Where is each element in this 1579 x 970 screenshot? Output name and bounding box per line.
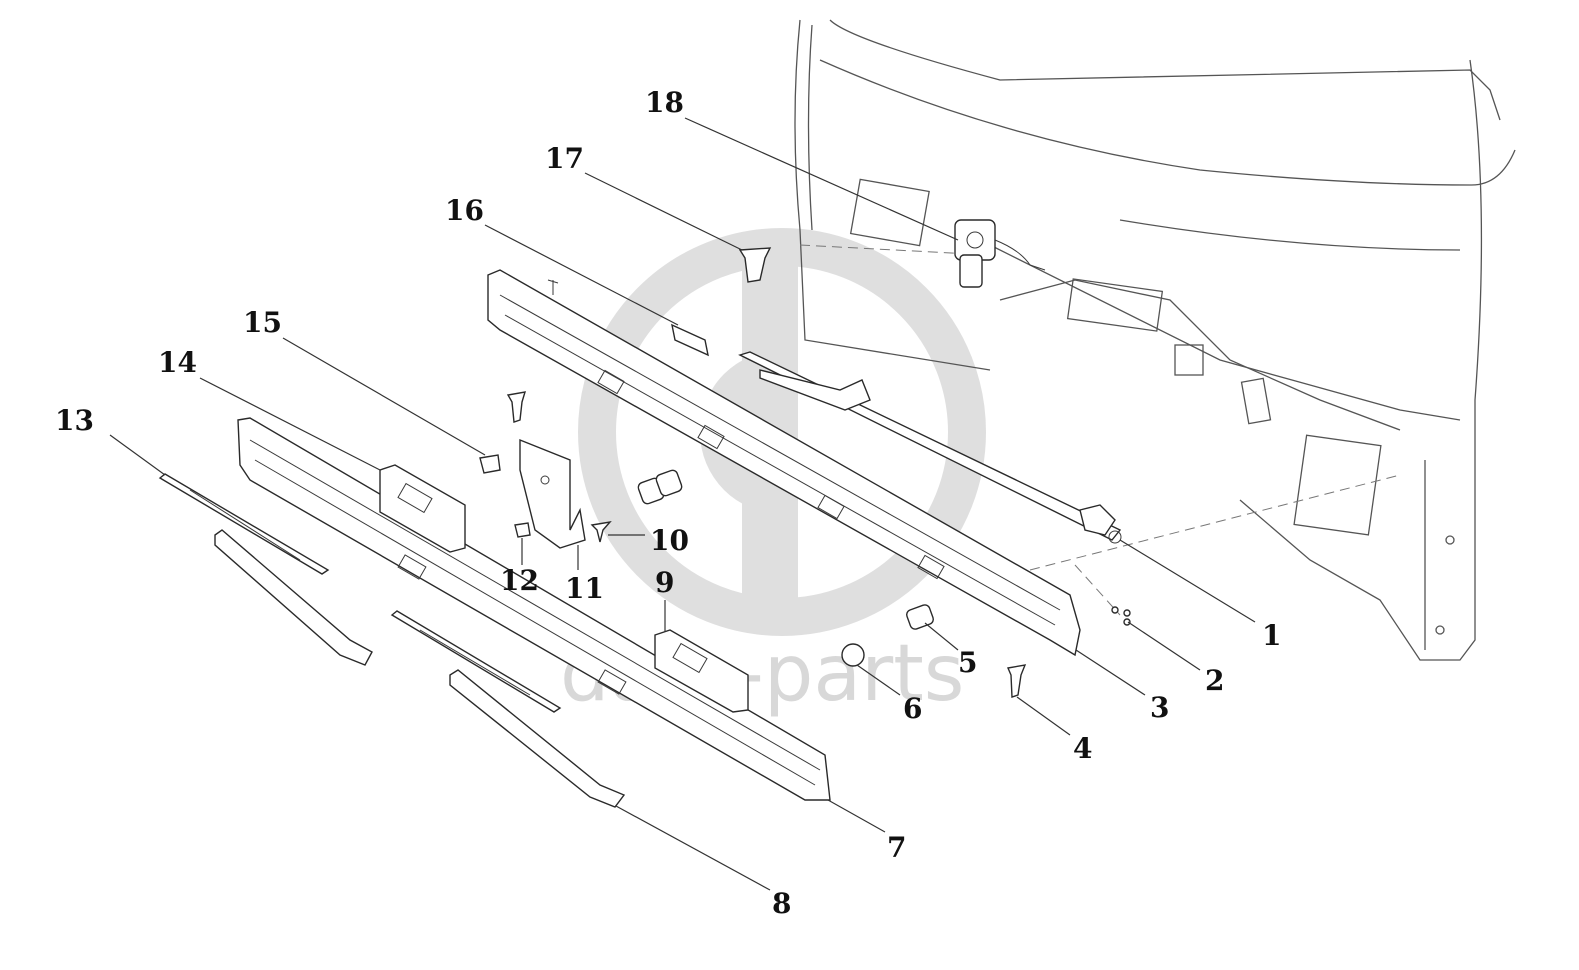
callout-17: 17 — [545, 142, 584, 175]
callout-2: 2 — [1205, 664, 1224, 697]
cowl-panel-upper — [487, 269, 1081, 657]
callout-18: 18 — [645, 86, 684, 119]
bracket-plate-9 — [654, 629, 749, 713]
bushing-upper — [637, 469, 683, 505]
wiper-arm-right — [449, 669, 626, 808]
callout-5: 5 — [958, 646, 977, 679]
wiper-blade-right — [390, 610, 562, 713]
callout-16: 16 — [445, 194, 484, 227]
seal-pad-16 — [671, 323, 709, 357]
callout-6: 6 — [903, 692, 922, 725]
bushing-5 — [906, 604, 934, 630]
vehicle-body-outline — [794, 19, 1516, 661]
small-screw — [547, 279, 559, 295]
callout-11: 11 — [565, 572, 604, 605]
wiper-linkage — [738, 351, 1122, 544]
callout-1: 1 — [1262, 619, 1281, 652]
nut-2 — [1111, 606, 1131, 626]
clip-upper — [506, 391, 526, 423]
callout-14: 14 — [158, 346, 197, 379]
leader-lines — [109, 117, 1256, 891]
callout-9: 9 — [655, 566, 674, 599]
grommet-15 — [479, 454, 501, 474]
callout-labels: 1 2 3 4 5 6 7 8 9 10 11 12 13 14 15 16 1… — [55, 86, 1281, 920]
callout-12: 12 — [500, 564, 539, 597]
cap-6 — [841, 643, 865, 667]
clip-4 — [1007, 664, 1027, 698]
callout-10: 10 — [650, 524, 689, 557]
wiper-blade-left — [158, 473, 330, 575]
callout-13: 13 — [55, 404, 94, 437]
callout-15: 15 — [243, 306, 282, 339]
push-clip-17 — [738, 247, 772, 283]
side-bracket — [519, 438, 586, 549]
callout-7: 7 — [887, 831, 906, 864]
callout-4: 4 — [1073, 732, 1092, 765]
bracket-plate-14 — [379, 464, 466, 553]
washer-12 — [514, 522, 531, 538]
wiper-motor — [954, 219, 1046, 288]
wiper-arm-left — [214, 529, 373, 666]
callout-3: 3 — [1150, 691, 1169, 724]
callout-8: 8 — [772, 887, 791, 920]
screw-10 — [590, 520, 612, 543]
